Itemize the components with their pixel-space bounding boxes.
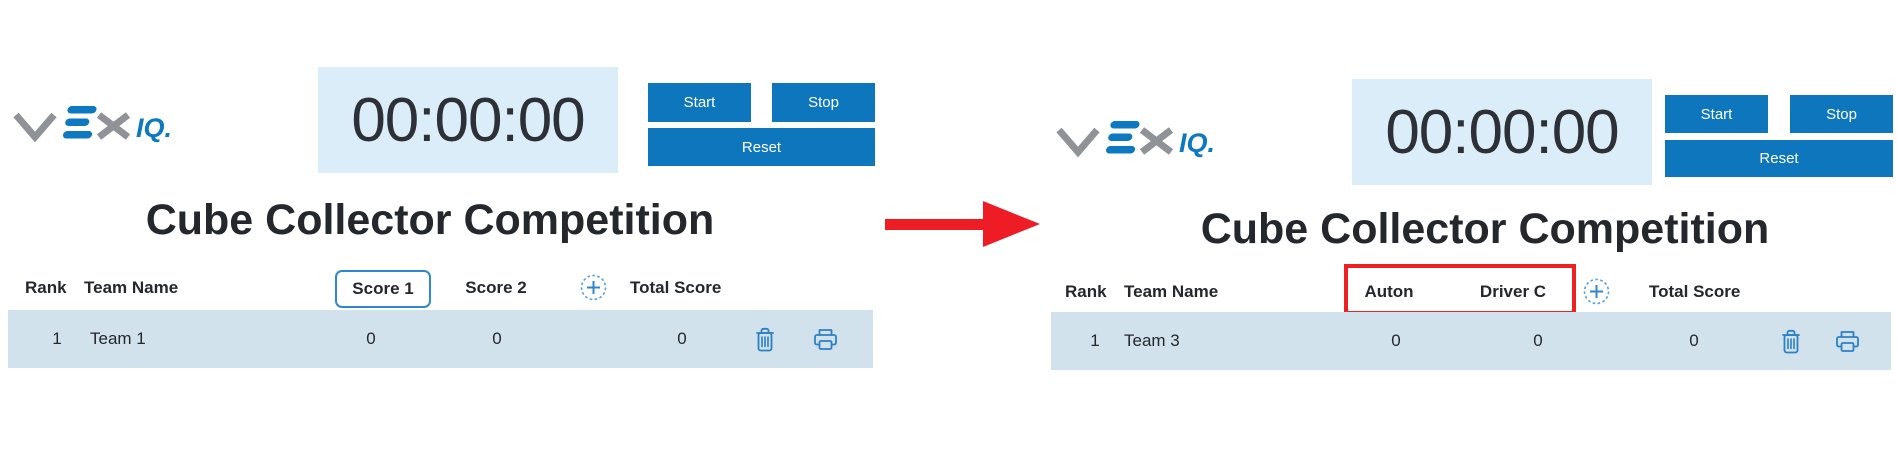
row-total-score: 0 [677, 329, 687, 348]
header-rank: Rank [25, 278, 67, 297]
print-row-button[interactable] [1834, 312, 1861, 370]
add-column-button[interactable] [580, 274, 607, 301]
timer-value: 00:00:00 [351, 85, 585, 155]
panel-before: IQ. 00:00:00 Start Stop Reset Cube Colle… [0, 0, 900, 452]
header-team-name: Team Name [1124, 282, 1219, 301]
row-total-score: 0 [1689, 331, 1699, 350]
vex-iq-logo: IQ. [1055, 116, 1233, 167]
row-team-name: Team 1 [90, 329, 146, 348]
print-row-button[interactable] [812, 310, 839, 368]
reset-button[interactable]: Reset [1665, 140, 1893, 177]
header-team-name: Team Name [84, 278, 179, 297]
table-row: 1 Team 1 0 0 0 [8, 310, 873, 368]
row-score1[interactable]: 0 [366, 329, 376, 348]
stop-button[interactable]: Stop [772, 83, 875, 122]
panel-after: IQ. 00:00:00 Start Stop Reset Cube Colle… [1040, 0, 1898, 452]
header-score2-renamed[interactable]: Driver C [1479, 282, 1547, 301]
vex-iq-logo-graphic: IQ. [1056, 121, 1215, 158]
row-team-name: Team 3 [1124, 331, 1180, 350]
table-row: 1 Team 3 0 0 0 [1051, 312, 1891, 370]
timer-value: 00:00:00 [1385, 97, 1619, 167]
add-column-icon [580, 274, 607, 301]
printer-icon [1836, 330, 1859, 352]
logo-iq-text: IQ. [1179, 128, 1215, 158]
vex-iq-logo: IQ. [12, 101, 190, 152]
header-total-score: Total Score [1649, 282, 1741, 301]
row-score1[interactable]: 0 [1391, 331, 1401, 350]
header-score1-input[interactable]: Score 1 [335, 270, 431, 308]
printer-icon [814, 328, 837, 350]
timer-display: 00:00:00 [318, 67, 618, 173]
vex-iq-logo-graphic: IQ. [13, 106, 172, 143]
delete-row-button[interactable] [753, 310, 777, 368]
reset-button[interactable]: Reset [648, 128, 875, 166]
transition-arrow-shaft [885, 219, 985, 230]
row-rank: 1 [52, 329, 62, 348]
page-title: Cube Collector Competition [145, 196, 715, 244]
row-score2[interactable]: 0 [1533, 331, 1543, 350]
trash-icon [1782, 329, 1800, 353]
stop-button[interactable]: Stop [1790, 95, 1893, 133]
start-button[interactable]: Start [648, 83, 751, 122]
header-rank: Rank [1065, 282, 1107, 301]
timer-display: 00:00:00 [1352, 79, 1652, 185]
add-column-button[interactable] [1583, 278, 1610, 305]
header-total-score: Total Score [630, 278, 722, 297]
trash-icon [756, 327, 774, 351]
header-score2[interactable]: Score 2 [465, 278, 527, 297]
transition-arrow-head [983, 201, 1040, 247]
row-score2[interactable]: 0 [492, 329, 502, 348]
start-button[interactable]: Start [1665, 95, 1768, 133]
row-rank: 1 [1090, 331, 1100, 350]
header-score1-renamed[interactable]: Auton [1364, 282, 1414, 301]
add-column-icon [1583, 278, 1610, 305]
page-title: Cube Collector Competition [1200, 205, 1770, 253]
logo-iq-text: IQ. [136, 113, 172, 143]
delete-row-button[interactable] [1779, 312, 1803, 370]
